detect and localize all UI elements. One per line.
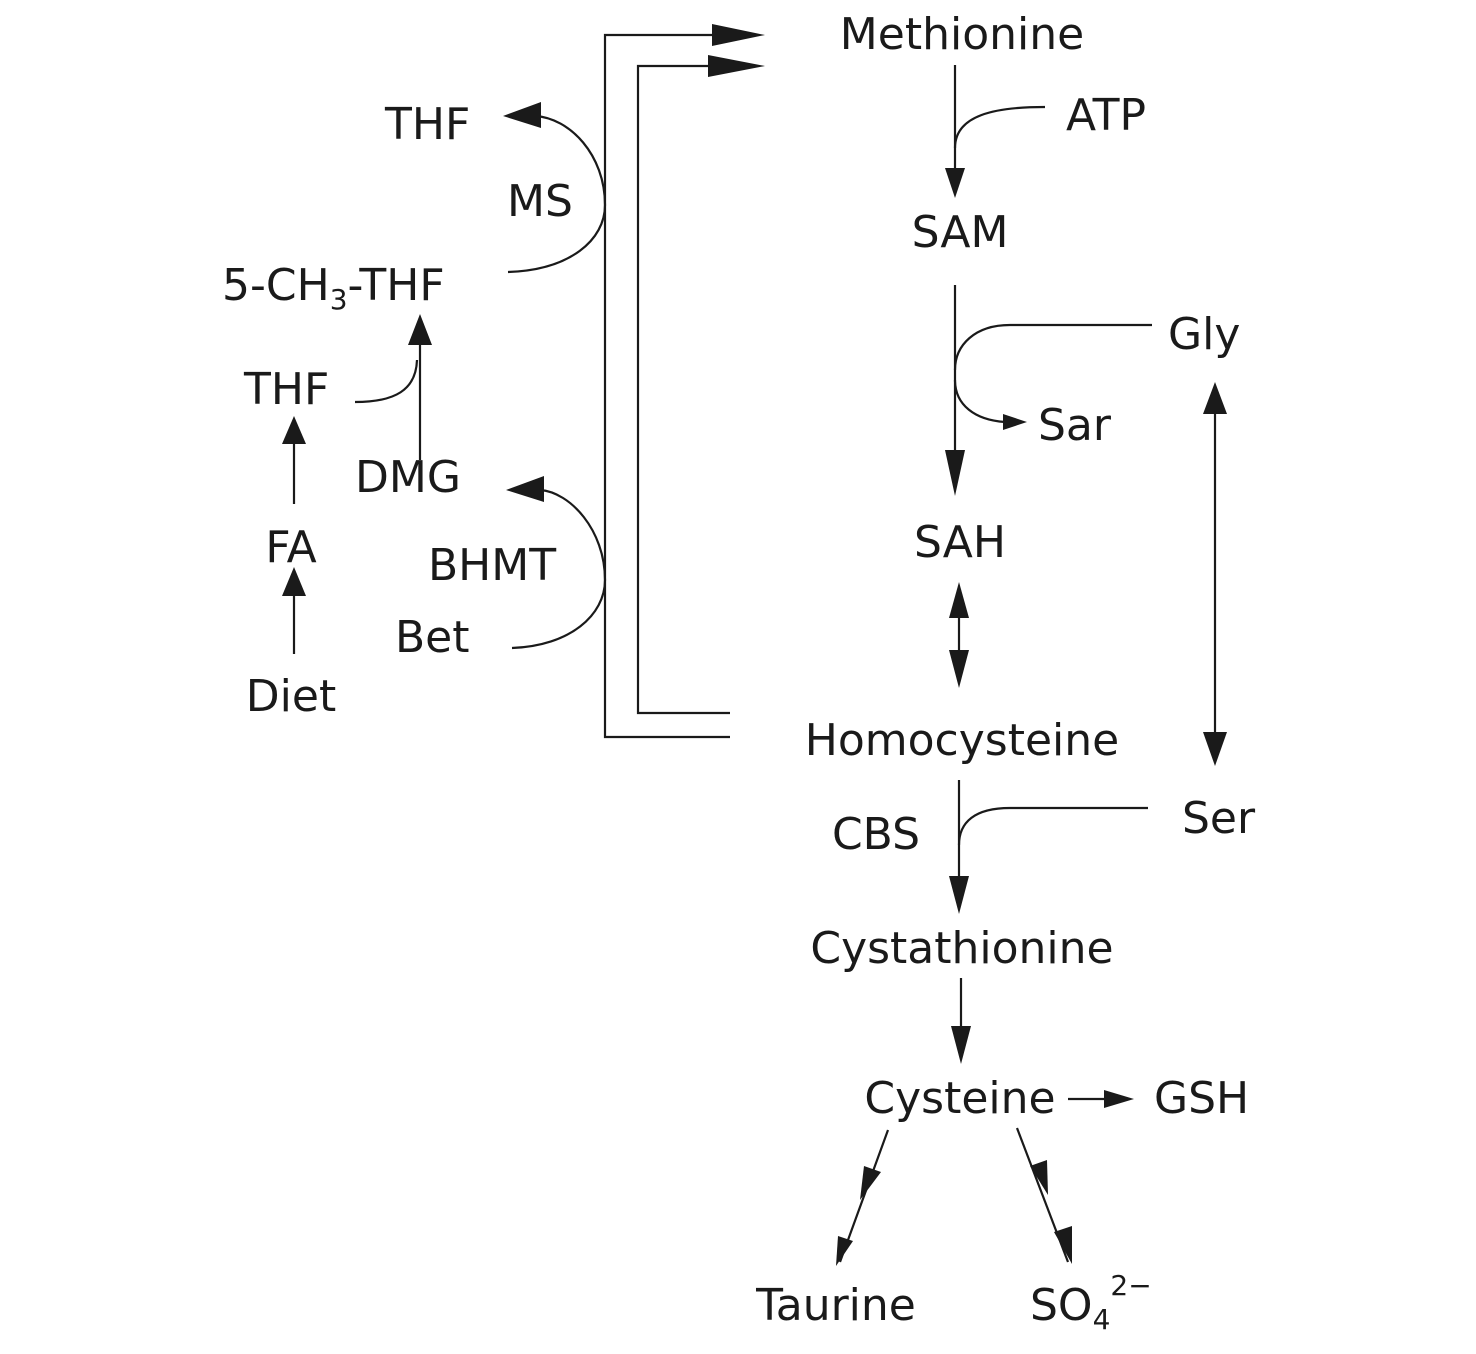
arrowhead-gsh (1104, 1090, 1134, 1108)
arrowhead-cysteine (951, 1026, 971, 1064)
sulfate-subscript: 4 (1093, 1303, 1111, 1336)
node-sam: SAM (912, 207, 1009, 258)
enzyme-cbs: CBS (832, 809, 920, 860)
thf-to-methyl-curve (354, 359, 419, 404)
bracket-inner (636, 64, 730, 715)
arrowhead-bracket-outer (712, 24, 765, 46)
node-taurine: Taurine (755, 1280, 916, 1331)
gly-input-curve (953, 323, 1152, 371)
arrowhead-thf-top (503, 102, 541, 128)
arrowhead-taurine (836, 1236, 853, 1266)
node-thf-mid: THF (243, 364, 329, 415)
node-sar: Sar (1038, 400, 1112, 451)
arrowhead-sar (1003, 414, 1027, 430)
node-fa: FA (265, 522, 316, 573)
arrowhead-sam (945, 168, 965, 198)
node-gly: Gly (1168, 309, 1240, 360)
arrowhead-bracket-inner (708, 55, 765, 77)
bracket-outer (603, 33, 730, 739)
node-dmg: DMG (355, 452, 461, 503)
ser-input-curve (957, 806, 1148, 846)
arrowhead-sulfate (1054, 1226, 1072, 1264)
arrowhead-dmg (506, 476, 544, 502)
arrowhead-cystathionine (949, 876, 969, 914)
arrowhead-ser-down (1203, 732, 1227, 766)
node-atp: ATP (1066, 90, 1146, 141)
arrowhead-methyl-thf (408, 314, 432, 345)
arrowhead-sulfate-mid (1030, 1160, 1048, 1195)
node-bet: Bet (395, 612, 470, 663)
arrowhead-gly-up (1203, 382, 1227, 414)
node-sulfate: SO42− (1030, 1269, 1152, 1336)
node-gsh: GSH (1154, 1073, 1249, 1124)
node-ser: Ser (1182, 793, 1256, 844)
node-sah: SAH (914, 517, 1006, 568)
enzyme-bhmt: BHMT (428, 540, 556, 591)
node-cysteine: Cysteine (864, 1073, 1055, 1124)
methyl-thf-subscript: 3 (330, 283, 348, 316)
sulfate-base: SO (1030, 1280, 1093, 1331)
node-5-ch3-thf: 5-CH3-THF (222, 260, 445, 316)
sar-output-curve (953, 379, 1006, 424)
ms-reaction-curve (507, 114, 607, 274)
methyl-thf-prefix: 5-CH (222, 260, 330, 311)
node-thf-top: THF (384, 99, 470, 150)
sulfate-superscript: 2− (1110, 1269, 1151, 1302)
methyl-thf-suffix: -THF (348, 260, 445, 311)
arrowhead-thf-mid (282, 416, 306, 444)
bhmt-reaction-curve (511, 488, 607, 650)
arrowhead-sah (945, 450, 965, 496)
node-methionine: Methionine (840, 9, 1084, 60)
atp-input-curve (953, 105, 1046, 149)
arrowhead-sah-up (949, 582, 969, 618)
node-diet: Diet (246, 671, 336, 722)
node-cystathionine: Cystathionine (810, 923, 1113, 974)
arrowhead-fa (282, 567, 306, 596)
arrowhead-homocysteine-down (949, 650, 969, 688)
arrowhead-taurine-mid (860, 1166, 881, 1200)
enzyme-ms: MS (507, 176, 573, 227)
node-homocysteine: Homocysteine (805, 715, 1119, 766)
